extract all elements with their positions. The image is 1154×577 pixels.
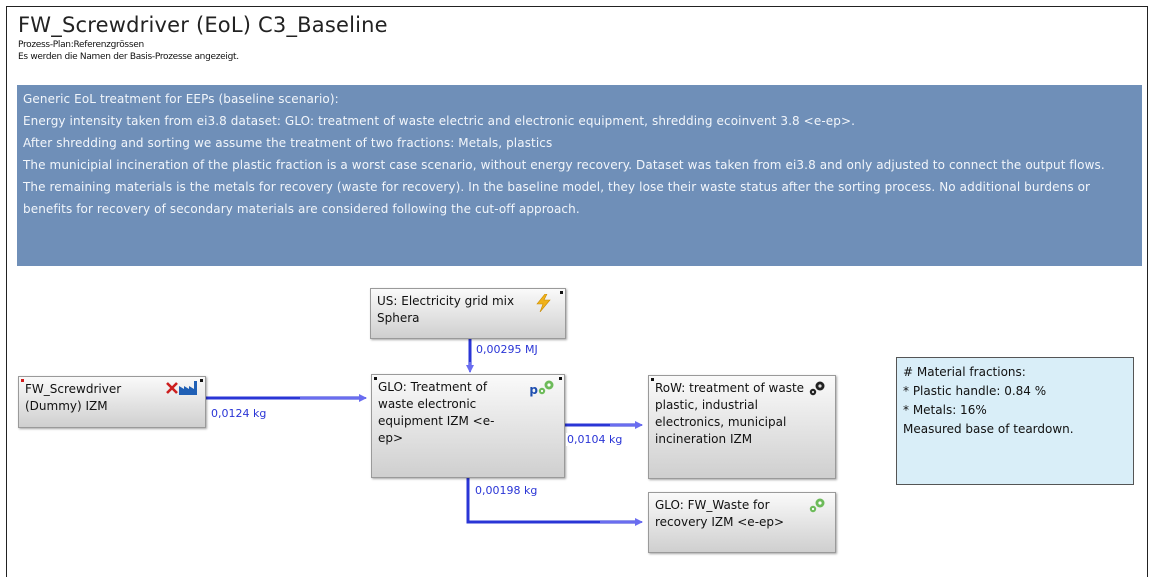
description-line: Generic EoL treatment for EEPs (baseline…: [23, 92, 339, 106]
note-line: # Material fractions:: [903, 365, 1026, 379]
flow-label-recovery: 0,00198 kg: [474, 484, 539, 497]
process-incineration[interactable]: RoW: treatment of waste plastic, industr…: [648, 375, 836, 479]
factory-icon: [179, 381, 197, 395]
plan-title: FW_Screwdriver (EoL) C3_Baseline: [18, 13, 388, 37]
lightning-icon: [536, 294, 551, 312]
flow-label-incineration: 0,0104 kg: [566, 433, 624, 446]
process-electricity[interactable]: US: Electricity grid mix Sphera: [370, 288, 566, 339]
process-dummy[interactable]: FW_Screwdriver (Dummy) IZM: [18, 376, 206, 428]
flow-label-dummy: 0,0124 kg: [210, 407, 268, 420]
process-label: FW_Screwdriver (Dummy) IZM: [25, 382, 122, 413]
description-line: The remaining materials is the metals fo…: [23, 180, 1091, 216]
description-line: The municipial incineration of the plast…: [23, 158, 1105, 172]
parameter-p-icon: p: [529, 383, 538, 397]
gears-icon: [538, 380, 554, 395]
note-line: Measured base of teardown.: [903, 422, 1074, 436]
process-label: GLO: Treatment of waste electronic equip…: [378, 380, 495, 445]
process-label: RoW: treatment of waste plastic, industr…: [655, 381, 805, 446]
description-banner: Generic EoL treatment for EEPs (baseline…: [17, 85, 1142, 266]
process-corner-marker: [651, 378, 654, 381]
description-line: After shredding and sorting we assume th…: [23, 136, 553, 150]
flow-label-electricity: 0,00295 MJ: [475, 343, 539, 356]
process-corner-marker: [21, 379, 24, 382]
process-corner-marker: [200, 379, 203, 382]
material-fractions-note[interactable]: # Material fractions: * Plastic handle: …: [896, 357, 1134, 485]
process-corner-marker: [374, 377, 377, 380]
process-treatment[interactable]: GLO: Treatment of waste electronic equip…: [371, 374, 565, 478]
process-label: GLO: FW_Waste for recovery IZM <e-ep>: [655, 498, 785, 529]
gears-icon: [809, 498, 825, 513]
description-line: Energy intensity taken from ei3.8 datase…: [23, 114, 856, 128]
flow-treatment-recovery: [466, 478, 640, 524]
plan-subtitle-names: Es werden die Namen der Basis-Prozesse a…: [18, 52, 239, 62]
delete-x-icon: [166, 382, 178, 394]
process-label: US: Electricity grid mix Sphera: [377, 294, 515, 325]
note-line: * Metals: 16%: [903, 403, 987, 417]
note-line: * Plastic handle: 0.84 %: [903, 384, 1047, 398]
process-corner-marker: [560, 291, 563, 294]
process-corner-marker: [559, 377, 562, 380]
gears-icon: [809, 381, 825, 396]
process-recovery[interactable]: GLO: FW_Waste for recovery IZM <e-ep>: [648, 492, 836, 553]
plan-subtitle-reference: Prozess-Plan:Referenzgrössen: [18, 40, 144, 50]
